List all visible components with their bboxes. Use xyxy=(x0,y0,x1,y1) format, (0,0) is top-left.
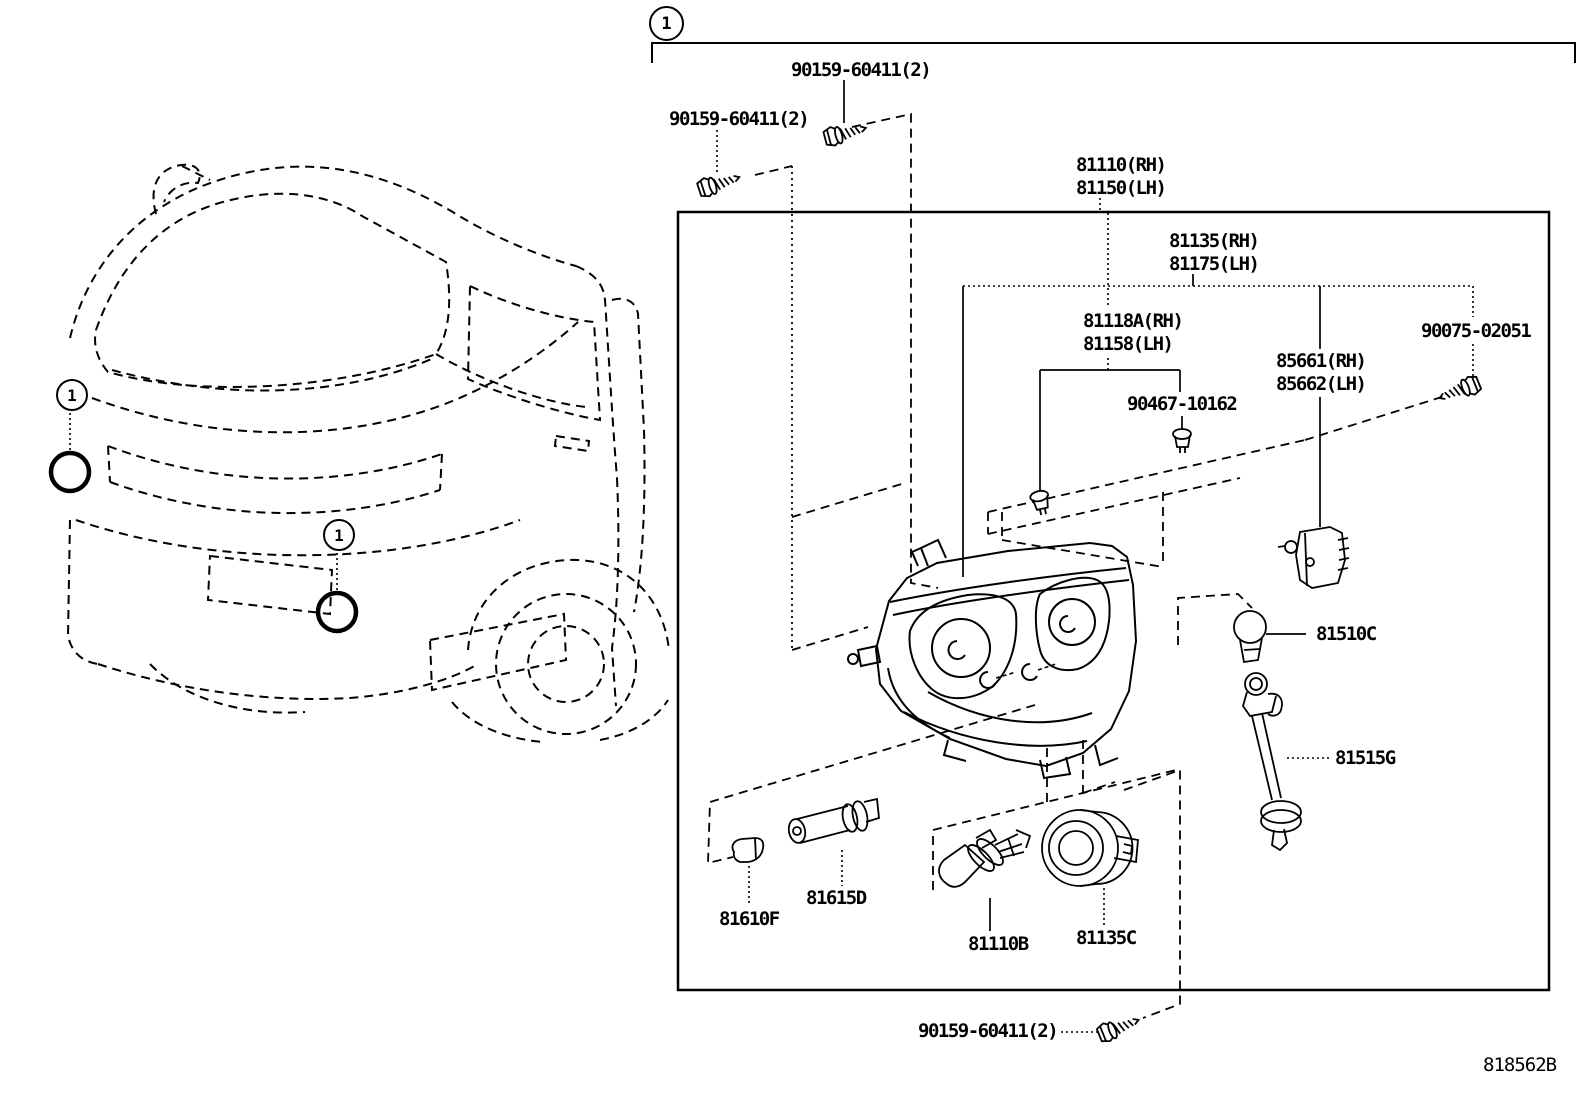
construction-lines xyxy=(707,112,1446,1019)
roof-line xyxy=(69,165,577,339)
signal-bulb-drawing xyxy=(1233,610,1267,664)
clip-icon xyxy=(1028,488,1053,518)
part-label-90159-60411-top[interactable]: 90159-60411(2) xyxy=(791,59,932,81)
screw-icon xyxy=(1094,1009,1143,1045)
clip-icon xyxy=(1172,428,1192,454)
door-handle xyxy=(553,434,591,453)
part-label-81515G[interactable]: 81515G xyxy=(1335,747,1396,769)
callout-1-badge-left[interactable]: 1 xyxy=(56,379,88,411)
part-label-81135C[interactable]: 81135C xyxy=(1076,927,1137,949)
mirror-arm xyxy=(152,163,201,215)
callout-1-badge-top[interactable]: 1 xyxy=(649,6,684,41)
side-bulb-drawing xyxy=(731,837,765,863)
part-label-81118A-81158[interactable]: 81118A(RH) 81158(LH) xyxy=(1083,310,1184,355)
callout-1-badge-right[interactable]: 1 xyxy=(323,519,355,551)
headlamp-location-left xyxy=(48,450,92,494)
wheel-arch xyxy=(467,558,670,651)
windshield xyxy=(94,192,451,388)
wheel xyxy=(495,593,637,735)
part-label-90075-02051[interactable]: 90075-02051 xyxy=(1421,320,1532,342)
part-label-81610F[interactable]: 81610F xyxy=(719,908,780,930)
headlamp-cap-drawing xyxy=(1041,809,1139,887)
screw-icon xyxy=(821,117,870,149)
headlamp-drawing xyxy=(847,538,1138,780)
door-window xyxy=(466,284,602,422)
screw-icon xyxy=(1435,373,1484,409)
part-label-81615D[interactable]: 81615D xyxy=(806,887,867,909)
license-recess xyxy=(206,554,334,616)
leader-lines xyxy=(843,80,1321,931)
bumper-top xyxy=(75,519,521,557)
part-label-81110B[interactable]: 81110B xyxy=(968,933,1029,955)
part-label-81110-81150[interactable]: 81110(RH) 81150(LH) xyxy=(1076,154,1167,199)
part-label-90159-60411-bottom[interactable]: 90159-60411(2) xyxy=(918,1020,1059,1042)
part-label-81135-81175[interactable]: 81135(RH) 81175(LH) xyxy=(1169,230,1260,275)
truck-sketch xyxy=(66,163,670,743)
dotted-leaders xyxy=(716,130,1474,1033)
reference-bracket xyxy=(651,42,1576,63)
actuator-drawing xyxy=(1277,526,1350,589)
part-label-81510C[interactable]: 81510C xyxy=(1316,623,1377,645)
headlamp-location-right xyxy=(315,590,359,634)
headlamp-bulb-drawing xyxy=(938,828,1032,888)
hood-line xyxy=(91,321,579,434)
figure-code: 818562B xyxy=(1483,1054,1557,1076)
socket-cord-drawing xyxy=(1242,672,1302,852)
part-label-90159-60411-left[interactable]: 90159-60411(2) xyxy=(669,108,810,130)
parts-box xyxy=(676,210,1551,992)
part-label-90467-10162[interactable]: 90467-10162 xyxy=(1127,393,1238,415)
side-socket-drawing xyxy=(787,797,880,844)
part-label-85661-85662[interactable]: 85661(RH) 85662(LH) xyxy=(1276,350,1367,395)
headlamp-location-markers xyxy=(48,408,359,634)
screw-icon xyxy=(695,166,743,200)
